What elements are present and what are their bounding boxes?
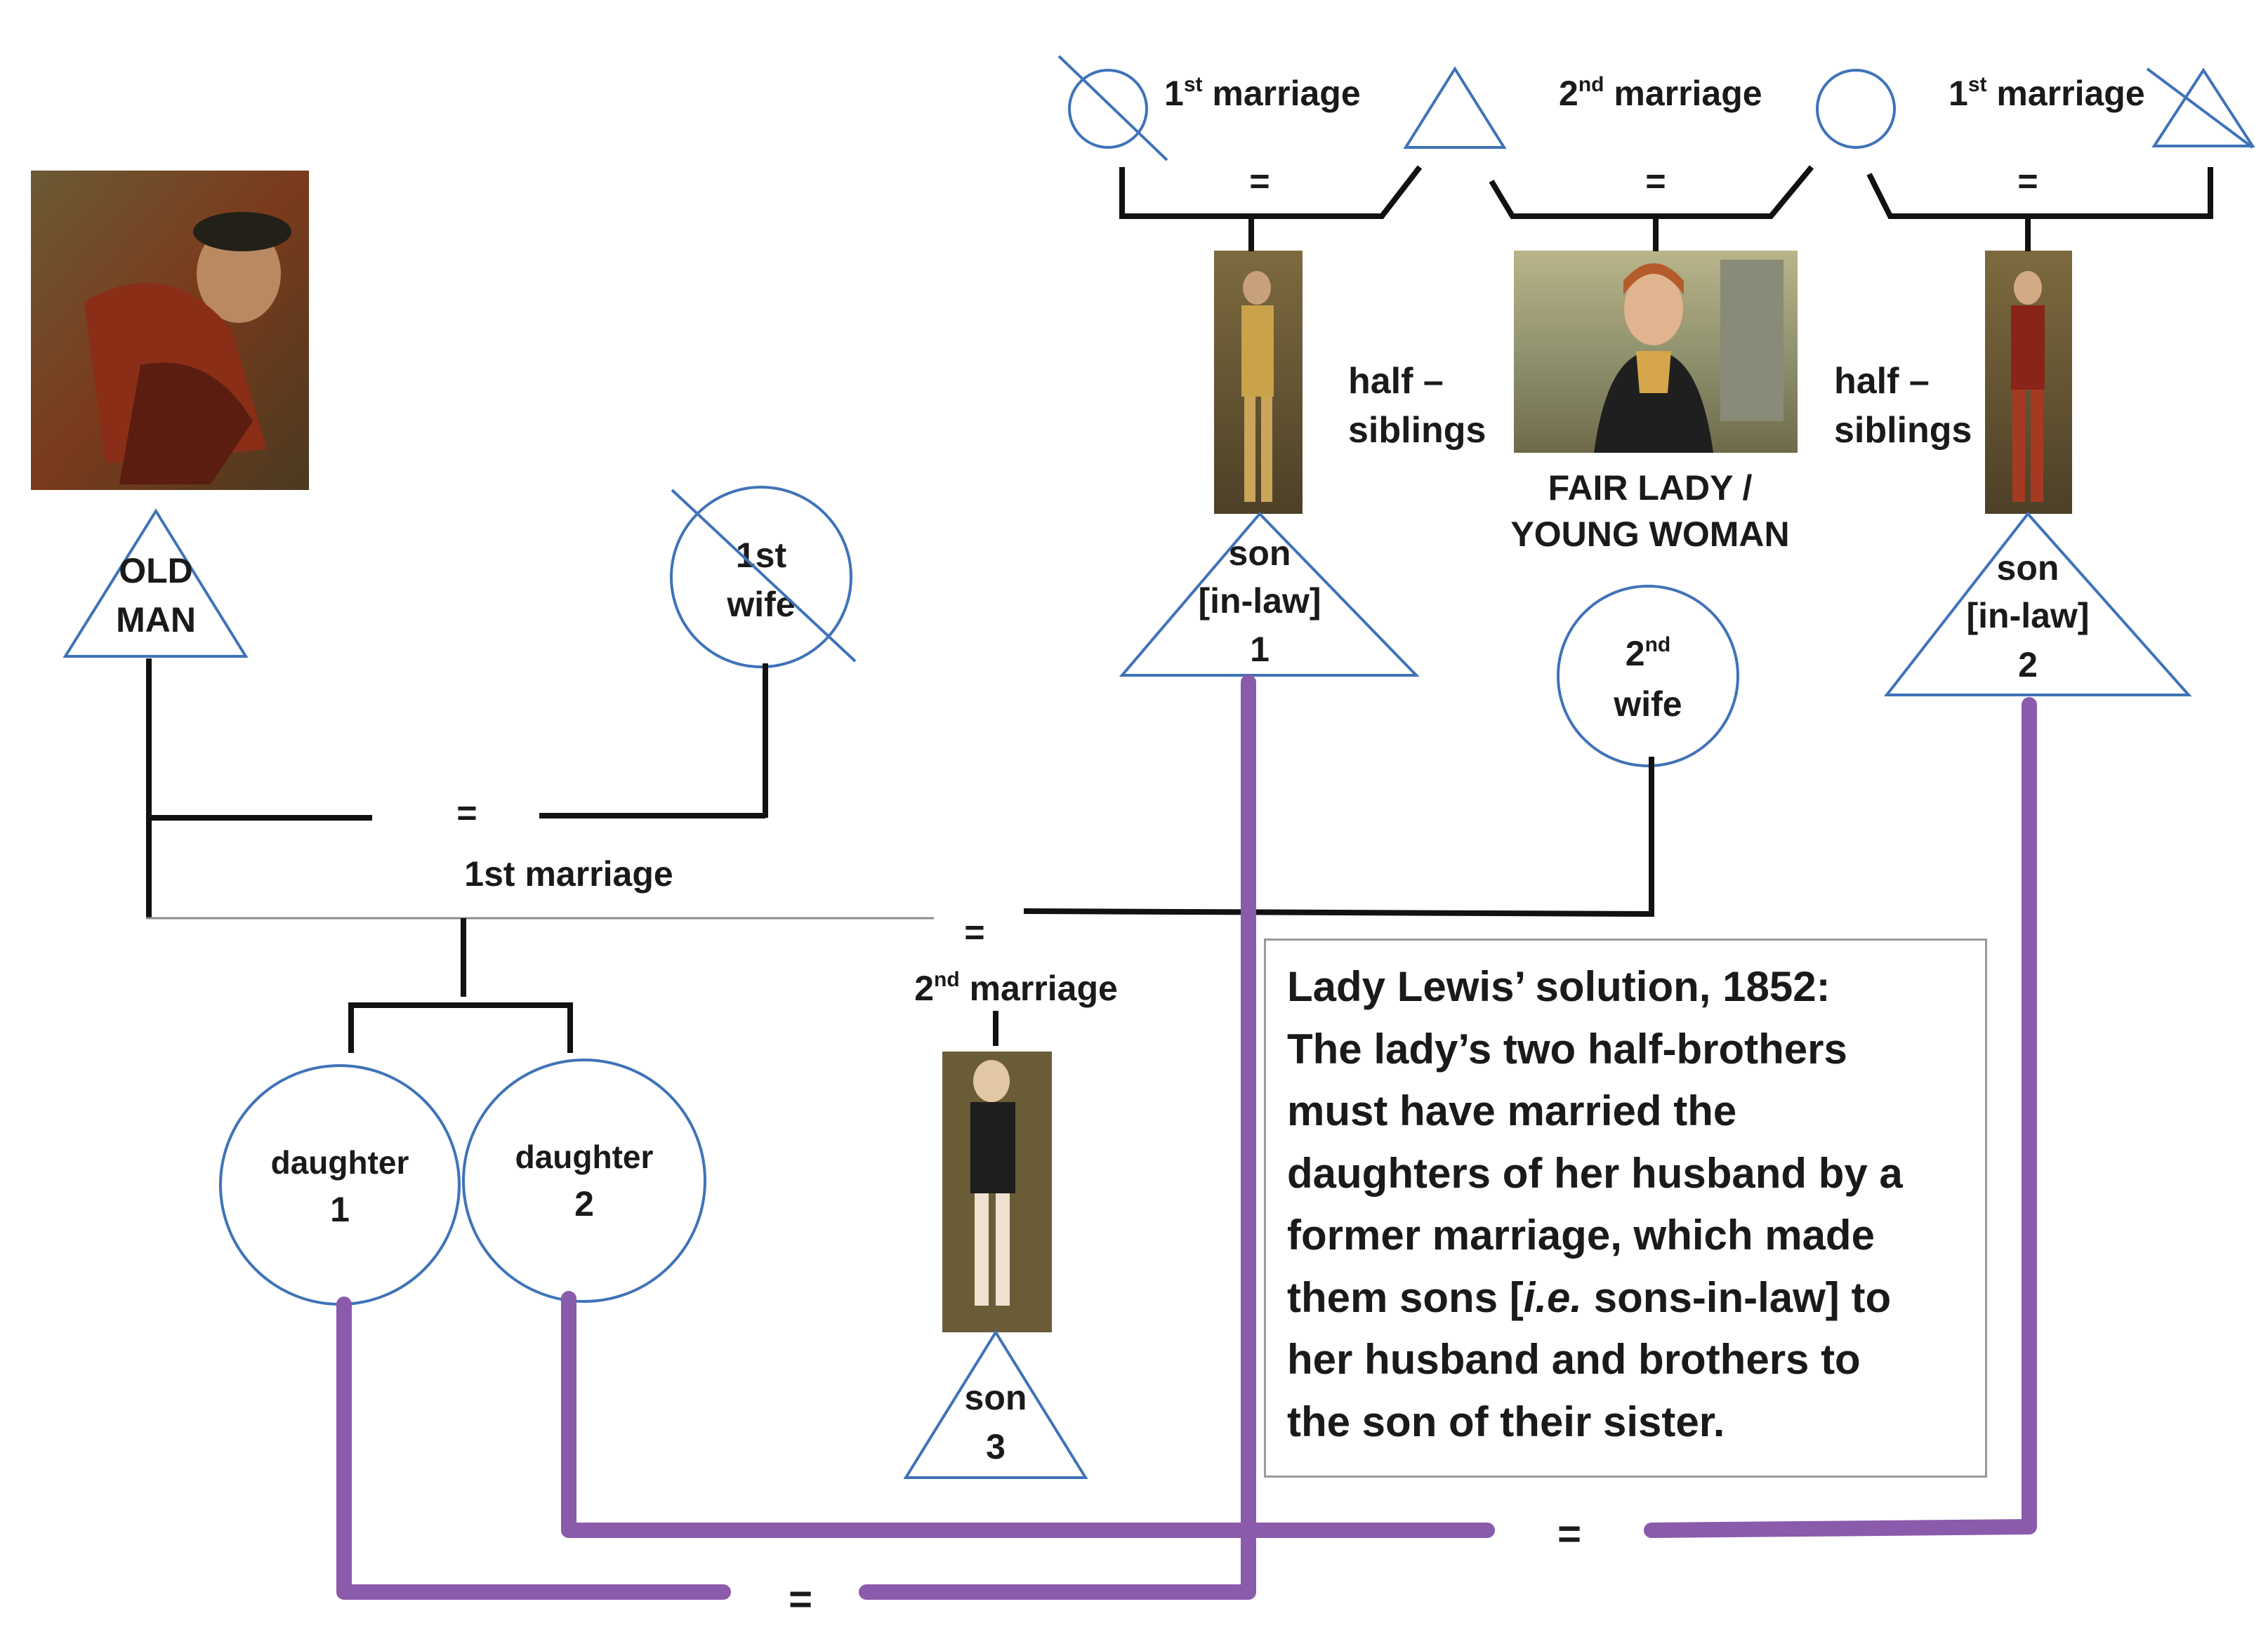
solution-line-6: them sons [i.e. sons-in-law] to — [1287, 1273, 1892, 1321]
equals-purple-right: = — [1557, 1511, 1581, 1557]
equals-top-right: = — [2017, 161, 2038, 201]
son-2-portrait — [1985, 251, 2072, 514]
solution-line-1: Lady Lewis’ solution, 1852: — [1287, 963, 1831, 1010]
parent-circle-deceased-left — [1057, 55, 1168, 161]
equals-top-middle: = — [1645, 161, 1666, 201]
half-siblings-left: half –siblings — [1348, 361, 1486, 451]
parent-triangle-deceased-right — [2146, 67, 2255, 149]
fair-lady-portrait — [1514, 251, 1798, 453]
marriage-label-top-left: 1st marriage — [1164, 73, 1361, 113]
equals-top-left: = — [1249, 161, 1270, 201]
son-2-triangle — [1883, 511, 2192, 696]
solution-line-2: The lady’s two half-brothers — [1287, 1025, 1847, 1073]
daughter-2-circle — [462, 1059, 706, 1303]
second-wife-circle — [1557, 585, 1739, 767]
first-marriage-label: 1st marriage — [464, 854, 673, 894]
marriage-label-top-middle: 2nd marriage — [1559, 73, 1762, 113]
top-marriage-lines — [1119, 165, 2213, 251]
daughter-1-circle — [219, 1064, 461, 1306]
fair-lady-caption: FAIR LADY /YOUNG WOMAN — [1510, 468, 1789, 554]
old-man-marriage-lines — [146, 658, 1654, 1053]
equals-purple-bottom: = — [789, 1577, 812, 1622]
father-triangle-top — [1403, 66, 1507, 149]
first-wife-deceased-strike — [671, 489, 857, 663]
solution-line-7: her husband and brothers to — [1287, 1336, 1861, 1383]
son-3-triangle — [903, 1330, 1088, 1479]
marriage-label-top-right: 1st marriage — [1949, 73, 2145, 113]
purple-marriage-connectors — [336, 675, 2037, 1600]
solution-note: Lady Lewis’ solution, 1852: The lady’s t… — [1264, 939, 1987, 1478]
equals-first-marriage: = — [456, 793, 477, 833]
son-1-portrait — [1214, 251, 1303, 514]
second-marriage-label: 2nd marriage — [914, 968, 1118, 1008]
solution-line-8: the son of their sister. — [1287, 1398, 1725, 1445]
half-siblings-right: half –siblings — [1834, 361, 1972, 451]
son-2-label: son[in-law]2 — [1967, 548, 2090, 684]
solution-line-5: former marriage, which made — [1287, 1212, 1875, 1259]
son-1-label: son[in-law]1 — [1199, 533, 1321, 669]
son-1-triangle — [1119, 512, 1420, 677]
solution-line-3: must have married the — [1287, 1087, 1737, 1134]
old-man-triangle — [62, 508, 249, 658]
equals-second-marriage: = — [964, 913, 984, 952]
son-3-portrait — [942, 1052, 1052, 1332]
solution-line-4: daughters of her husband by a — [1287, 1149, 1903, 1197]
mother-circle-top — [1816, 69, 1896, 149]
old-man-portrait — [31, 171, 309, 490]
